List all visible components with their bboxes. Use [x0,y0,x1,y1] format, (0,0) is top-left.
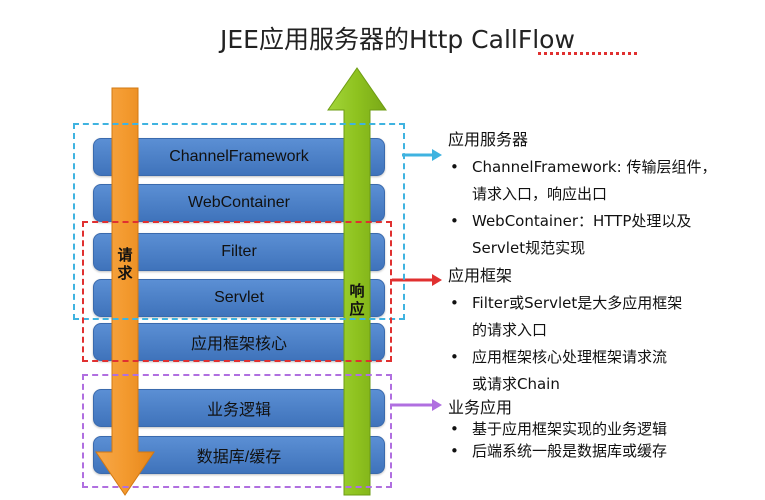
bullet-line: ChannelFramework: 传输层组件， [472,158,717,176]
pointer-app-server [432,149,442,161]
bullet-line: WebContainer：HTTP处理以及 [472,212,692,230]
request-arrow [95,87,155,496]
response-label: 响应 [349,282,365,318]
box-label: 应用框架核心 [190,336,287,353]
box-label: Servlet [214,289,264,306]
section-heading: 业务应用 [448,398,513,417]
bullet-line: 应用框架核心处理框架请求流 [472,348,668,366]
box-label: WebContainer [188,194,290,211]
section-app-server: 应用服务器 ChannelFramework: 传输层组件，请求入口，响应出口 … [448,126,716,262]
box-label: 数据库/缓存 [196,449,282,466]
bullet-line: 基于应用框架实现的业务逻辑 [472,420,668,438]
box-label: Filter [221,243,257,260]
section-heading: 应用服务器 [448,130,529,149]
box-filter: Filter [93,233,385,271]
box-label: ChannelFramework [169,148,309,165]
response-arrow [327,67,387,496]
title-text: JEE应用服务器的Http CallFlow [220,25,575,54]
bullet-line: 的请求入口 [472,321,548,339]
bullet-line: 或请求Chain [472,375,560,393]
section-heading: 应用框架 [448,266,513,285]
request-label: 请求 [117,246,133,282]
bullet-item: 后端系统一般是数据库或缓存 [448,440,667,462]
box-servlet: Servlet [93,279,385,317]
box-business-logic: 业务逻辑 [93,389,385,427]
box-framework-core: 应用框架核心 [93,323,385,361]
box-channel-framework: ChannelFramework [93,138,385,176]
box-label: 业务逻辑 [206,402,271,419]
diagram-title: JEE应用服务器的Http CallFlow [220,20,690,56]
pointer-business [432,399,442,411]
bullet-item: 基于应用框架实现的业务逻辑 [448,418,667,440]
bullet-item: ChannelFramework: 传输层组件， 请求入口，响应出口 [448,154,716,208]
bullet-line: 后端系统一般是数据库或缓存 [472,442,668,460]
title-underline [538,52,638,55]
pointer-app-framework [432,274,442,286]
bullet-line: Filter或Servlet是大多应用框架 [472,294,683,312]
group-app-server-frame [73,123,405,320]
bullet-line: 请求入口，响应出口 [472,185,608,203]
group-business-frame [82,374,392,488]
bullet-item: WebContainer：HTTP处理以及 Servlet规范实现 [448,208,716,262]
box-web-container: WebContainer [93,184,385,222]
section-business: 业务应用 基于应用框架实现的业务逻辑 后端系统一般是数据库或缓存 [448,394,667,462]
group-app-framework-frame [82,221,392,362]
bullet-line: Servlet规范实现 [472,239,586,257]
